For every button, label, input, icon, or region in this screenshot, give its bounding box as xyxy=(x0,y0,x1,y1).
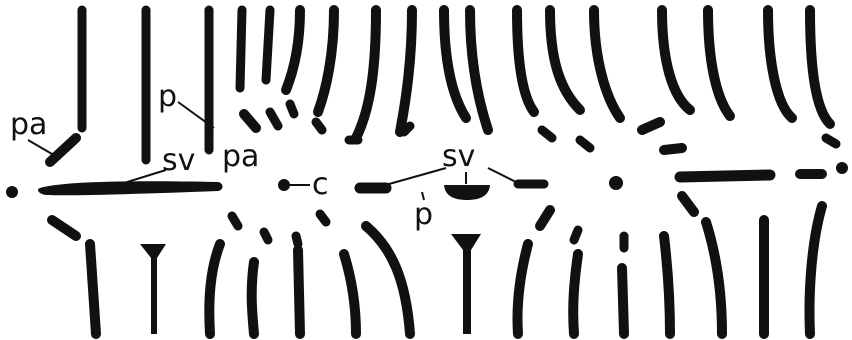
stria xyxy=(298,250,300,334)
stria xyxy=(266,10,270,80)
label-c: c xyxy=(312,167,329,202)
leader-sv-right-c xyxy=(488,168,520,184)
short-striae-lower xyxy=(52,196,694,248)
stria xyxy=(768,10,792,118)
stria xyxy=(90,244,96,334)
label-sv-right: sv xyxy=(442,139,475,174)
stria xyxy=(662,10,690,110)
terminal-nodule-right xyxy=(836,162,848,174)
stria xyxy=(706,222,722,334)
label-p-lower: p xyxy=(414,197,433,232)
stria xyxy=(252,262,254,334)
short-stria xyxy=(574,230,578,240)
label-pa-center: pa xyxy=(222,139,259,174)
short-stria xyxy=(316,122,322,130)
stria xyxy=(517,10,534,112)
stria xyxy=(550,10,580,110)
central-nodule xyxy=(278,179,290,191)
short-stria xyxy=(826,138,836,144)
stria xyxy=(517,244,528,334)
short-stria xyxy=(244,114,256,128)
label-sv-left: sv xyxy=(162,143,195,178)
short-stria xyxy=(52,220,76,236)
stria xyxy=(470,10,488,130)
short-stria xyxy=(404,126,410,132)
stria xyxy=(356,10,376,138)
short-stria xyxy=(264,232,268,240)
stria xyxy=(318,10,334,112)
leader-sv-right-a xyxy=(382,168,446,186)
stria xyxy=(810,206,823,334)
short-stria xyxy=(682,196,694,212)
stria xyxy=(573,254,578,334)
stria xyxy=(344,254,356,334)
label-p-upper: p xyxy=(158,79,177,114)
axial-bar-semicircle xyxy=(444,185,490,200)
short-stria xyxy=(232,216,238,226)
short-stria xyxy=(50,138,76,162)
axial-bar-left xyxy=(38,181,223,195)
leader-pa-left xyxy=(28,140,52,154)
stria xyxy=(240,10,242,88)
upper-striae xyxy=(82,10,830,160)
short-stria xyxy=(290,104,294,114)
stria xyxy=(622,268,624,334)
short-stria xyxy=(664,148,682,150)
stria xyxy=(209,244,220,334)
stria xyxy=(708,10,730,116)
terminal-nodule xyxy=(6,186,18,198)
lower-striae xyxy=(90,206,822,334)
label-pa-left: pa xyxy=(10,107,47,142)
axial-bar-right xyxy=(680,175,770,177)
stria xyxy=(810,10,830,124)
second-nodule xyxy=(609,176,623,190)
short-stria xyxy=(642,122,660,130)
short-stria xyxy=(542,130,552,138)
short-stria xyxy=(270,112,278,126)
short-stria xyxy=(296,236,298,244)
stria-funnel xyxy=(140,244,166,334)
stria xyxy=(664,236,670,334)
stria xyxy=(366,226,410,334)
stria xyxy=(444,10,466,118)
stria xyxy=(400,10,412,132)
short-stria xyxy=(580,140,590,148)
stria xyxy=(286,10,300,90)
stria xyxy=(594,10,620,118)
short-stria xyxy=(320,214,326,222)
stria-funnel xyxy=(451,234,481,334)
short-stria xyxy=(540,210,550,226)
